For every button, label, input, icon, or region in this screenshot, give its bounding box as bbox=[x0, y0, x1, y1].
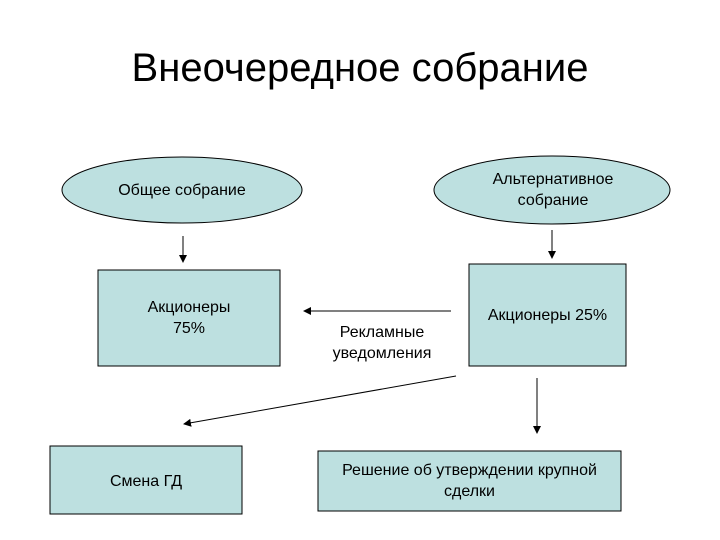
change-gd-label: Смена ГД bbox=[109, 472, 183, 490]
major-deal-label: Решение об утверждении крупной сделки bbox=[342, 462, 597, 500]
arrow-to-change-gd bbox=[183, 375, 457, 427]
shareholders-25-box bbox=[468, 263, 627, 367]
shareholders-25-label: Акционеры 25% bbox=[487, 306, 608, 324]
shareholders-75-label: Акционеры 75% bbox=[147, 299, 231, 337]
alternative-meeting-ellipse bbox=[433, 155, 671, 225]
major-deal-box bbox=[317, 450, 622, 512]
advertising-notices-label: Рекламные уведомления bbox=[332, 324, 432, 362]
slide-title: Внеочередное собрание bbox=[131, 46, 589, 90]
general-meeting-label: Общее собрание bbox=[118, 181, 246, 199]
shareholders-75-box bbox=[97, 269, 281, 367]
change-gd-box bbox=[49, 445, 243, 515]
general-meeting-ellipse bbox=[61, 156, 303, 224]
alternative-meeting-label: Альтернативное собрание bbox=[492, 171, 614, 209]
